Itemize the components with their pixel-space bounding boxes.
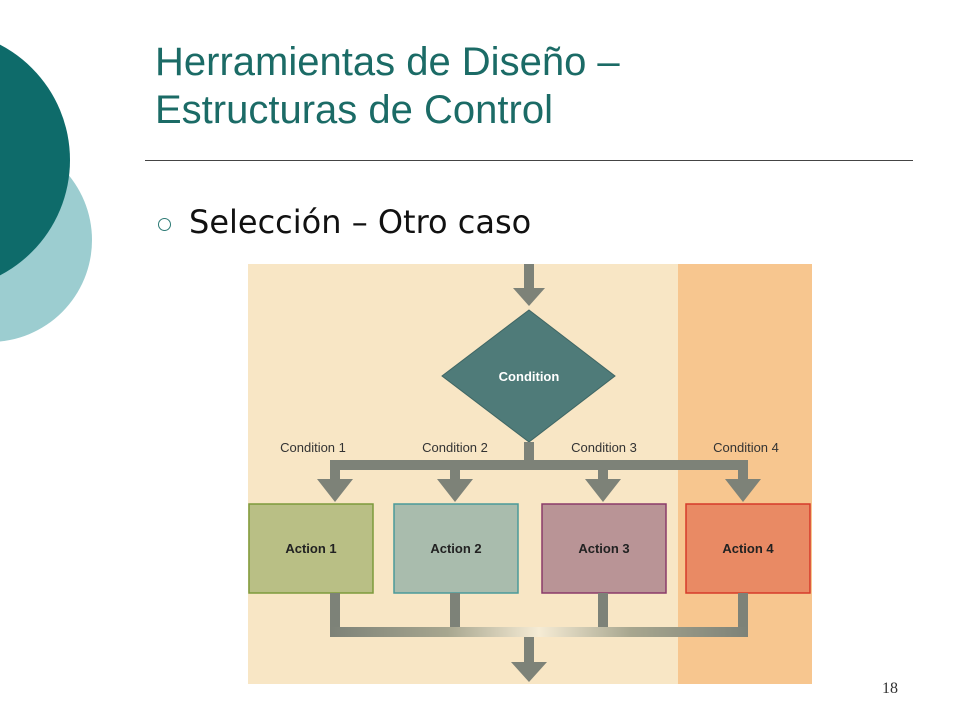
branch-drop-1	[330, 470, 340, 480]
condition-label-1: Condition 1	[280, 440, 346, 455]
title-line-2: Estructuras de Control	[155, 88, 553, 132]
condition-label-4: Condition 4	[713, 440, 779, 455]
title-divider	[145, 160, 913, 161]
title-line-1: Herramientas de Diseño –	[155, 40, 620, 84]
branch-drop-2	[450, 470, 460, 480]
bullet-text: Selección – Otro caso	[189, 203, 532, 241]
condition-label-3: Condition 3	[571, 440, 637, 455]
branch-bar	[330, 460, 748, 470]
decision-stem	[524, 442, 534, 466]
action-label-2: Action 2	[430, 541, 481, 556]
branch-drop-3	[598, 470, 608, 480]
page-number: 18	[882, 680, 898, 697]
branch-arrow-4-icon	[725, 479, 761, 502]
merge-drop-3	[598, 593, 608, 637]
action-label-3: Action 3	[578, 541, 629, 556]
decorative-circles	[0, 44, 92, 342]
branch-arrow-2-icon	[437, 479, 473, 502]
action-box-4	[685, 503, 811, 594]
exit-arrow-head-icon	[511, 662, 547, 682]
action-label-4: Action 4	[722, 541, 774, 556]
merge-drop-2	[450, 593, 460, 637]
dark-teal-circle	[0, 44, 70, 276]
condition-label-2: Condition 2	[422, 440, 488, 455]
merge-bar	[330, 627, 748, 637]
bullet-item: Selección – Otro caso	[158, 200, 531, 244]
action-box-1	[248, 503, 374, 594]
decision-label: Condition	[499, 369, 560, 384]
entry-arrow-shaft	[524, 264, 534, 290]
branch-drop-4	[738, 470, 748, 480]
slide-title: Herramientas de Diseño – Estructuras de …	[155, 38, 915, 134]
action-box-2	[393, 503, 519, 594]
merge-drop-4	[738, 593, 748, 637]
branch-arrow-1-icon	[317, 479, 353, 502]
merge-drop-1	[330, 593, 340, 637]
circle-bullet-icon	[158, 217, 171, 231]
exit-arrow-shaft	[524, 637, 534, 663]
selection-flowchart: Condition Condition 1 Condition 2 Condit…	[248, 264, 812, 684]
entry-arrow-head-icon	[513, 288, 545, 306]
action-label-1: Action 1	[285, 541, 336, 556]
action-box-3	[541, 503, 667, 594]
branch-arrow-3-icon	[585, 479, 621, 502]
flowchart-canvas: Condition Condition 1 Condition 2 Condit…	[248, 264, 812, 684]
